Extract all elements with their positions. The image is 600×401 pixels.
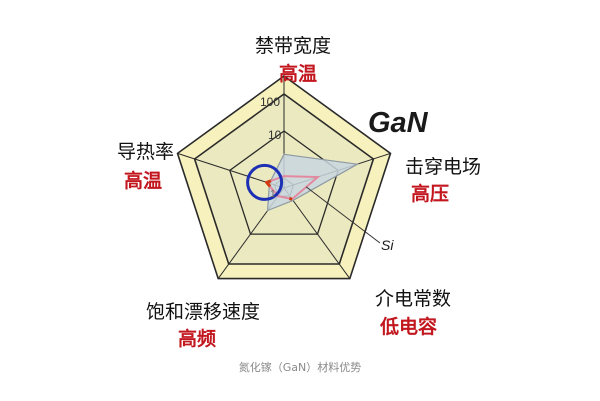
- scale-label-10: 10: [268, 128, 282, 142]
- axis-label-bandgap: 禁带宽度: [255, 35, 332, 57]
- scale-label-1: 1: [270, 189, 276, 200]
- thermal-conductivity-highlight-circle: [246, 163, 284, 201]
- axis-label-dielectric-constant: 介电常数: [375, 288, 452, 310]
- si-dielectric-highlight: [288, 197, 293, 201]
- si-thermal-highlight: [265, 179, 272, 188]
- axis-advantage-saturation-velocity: 高频: [178, 328, 217, 350]
- axis-advantage-thermal-conductivity: 高温: [124, 170, 163, 192]
- axis-label-saturation-velocity: 饱和漂移速度: [146, 301, 261, 323]
- gan-series-label: GaN: [368, 107, 428, 139]
- axis-label-breakdown-field: 击穿电场: [405, 156, 482, 178]
- axis-advantage-dielectric-constant: 低电容: [380, 316, 438, 338]
- figure-caption: 氮化镓（GaN）材料优势: [238, 361, 362, 374]
- scale-label-100: 100: [260, 95, 281, 109]
- axis-advantage-bandgap: 高温: [279, 63, 318, 85]
- axis-spoke: [283, 187, 351, 279]
- axis-advantage-breakdown-field: 高压: [411, 183, 450, 205]
- si-label-pointer: [305, 186, 381, 244]
- axis-label-thermal-conductivity: 导热率: [117, 141, 175, 163]
- si-series-label: Si: [381, 237, 394, 253]
